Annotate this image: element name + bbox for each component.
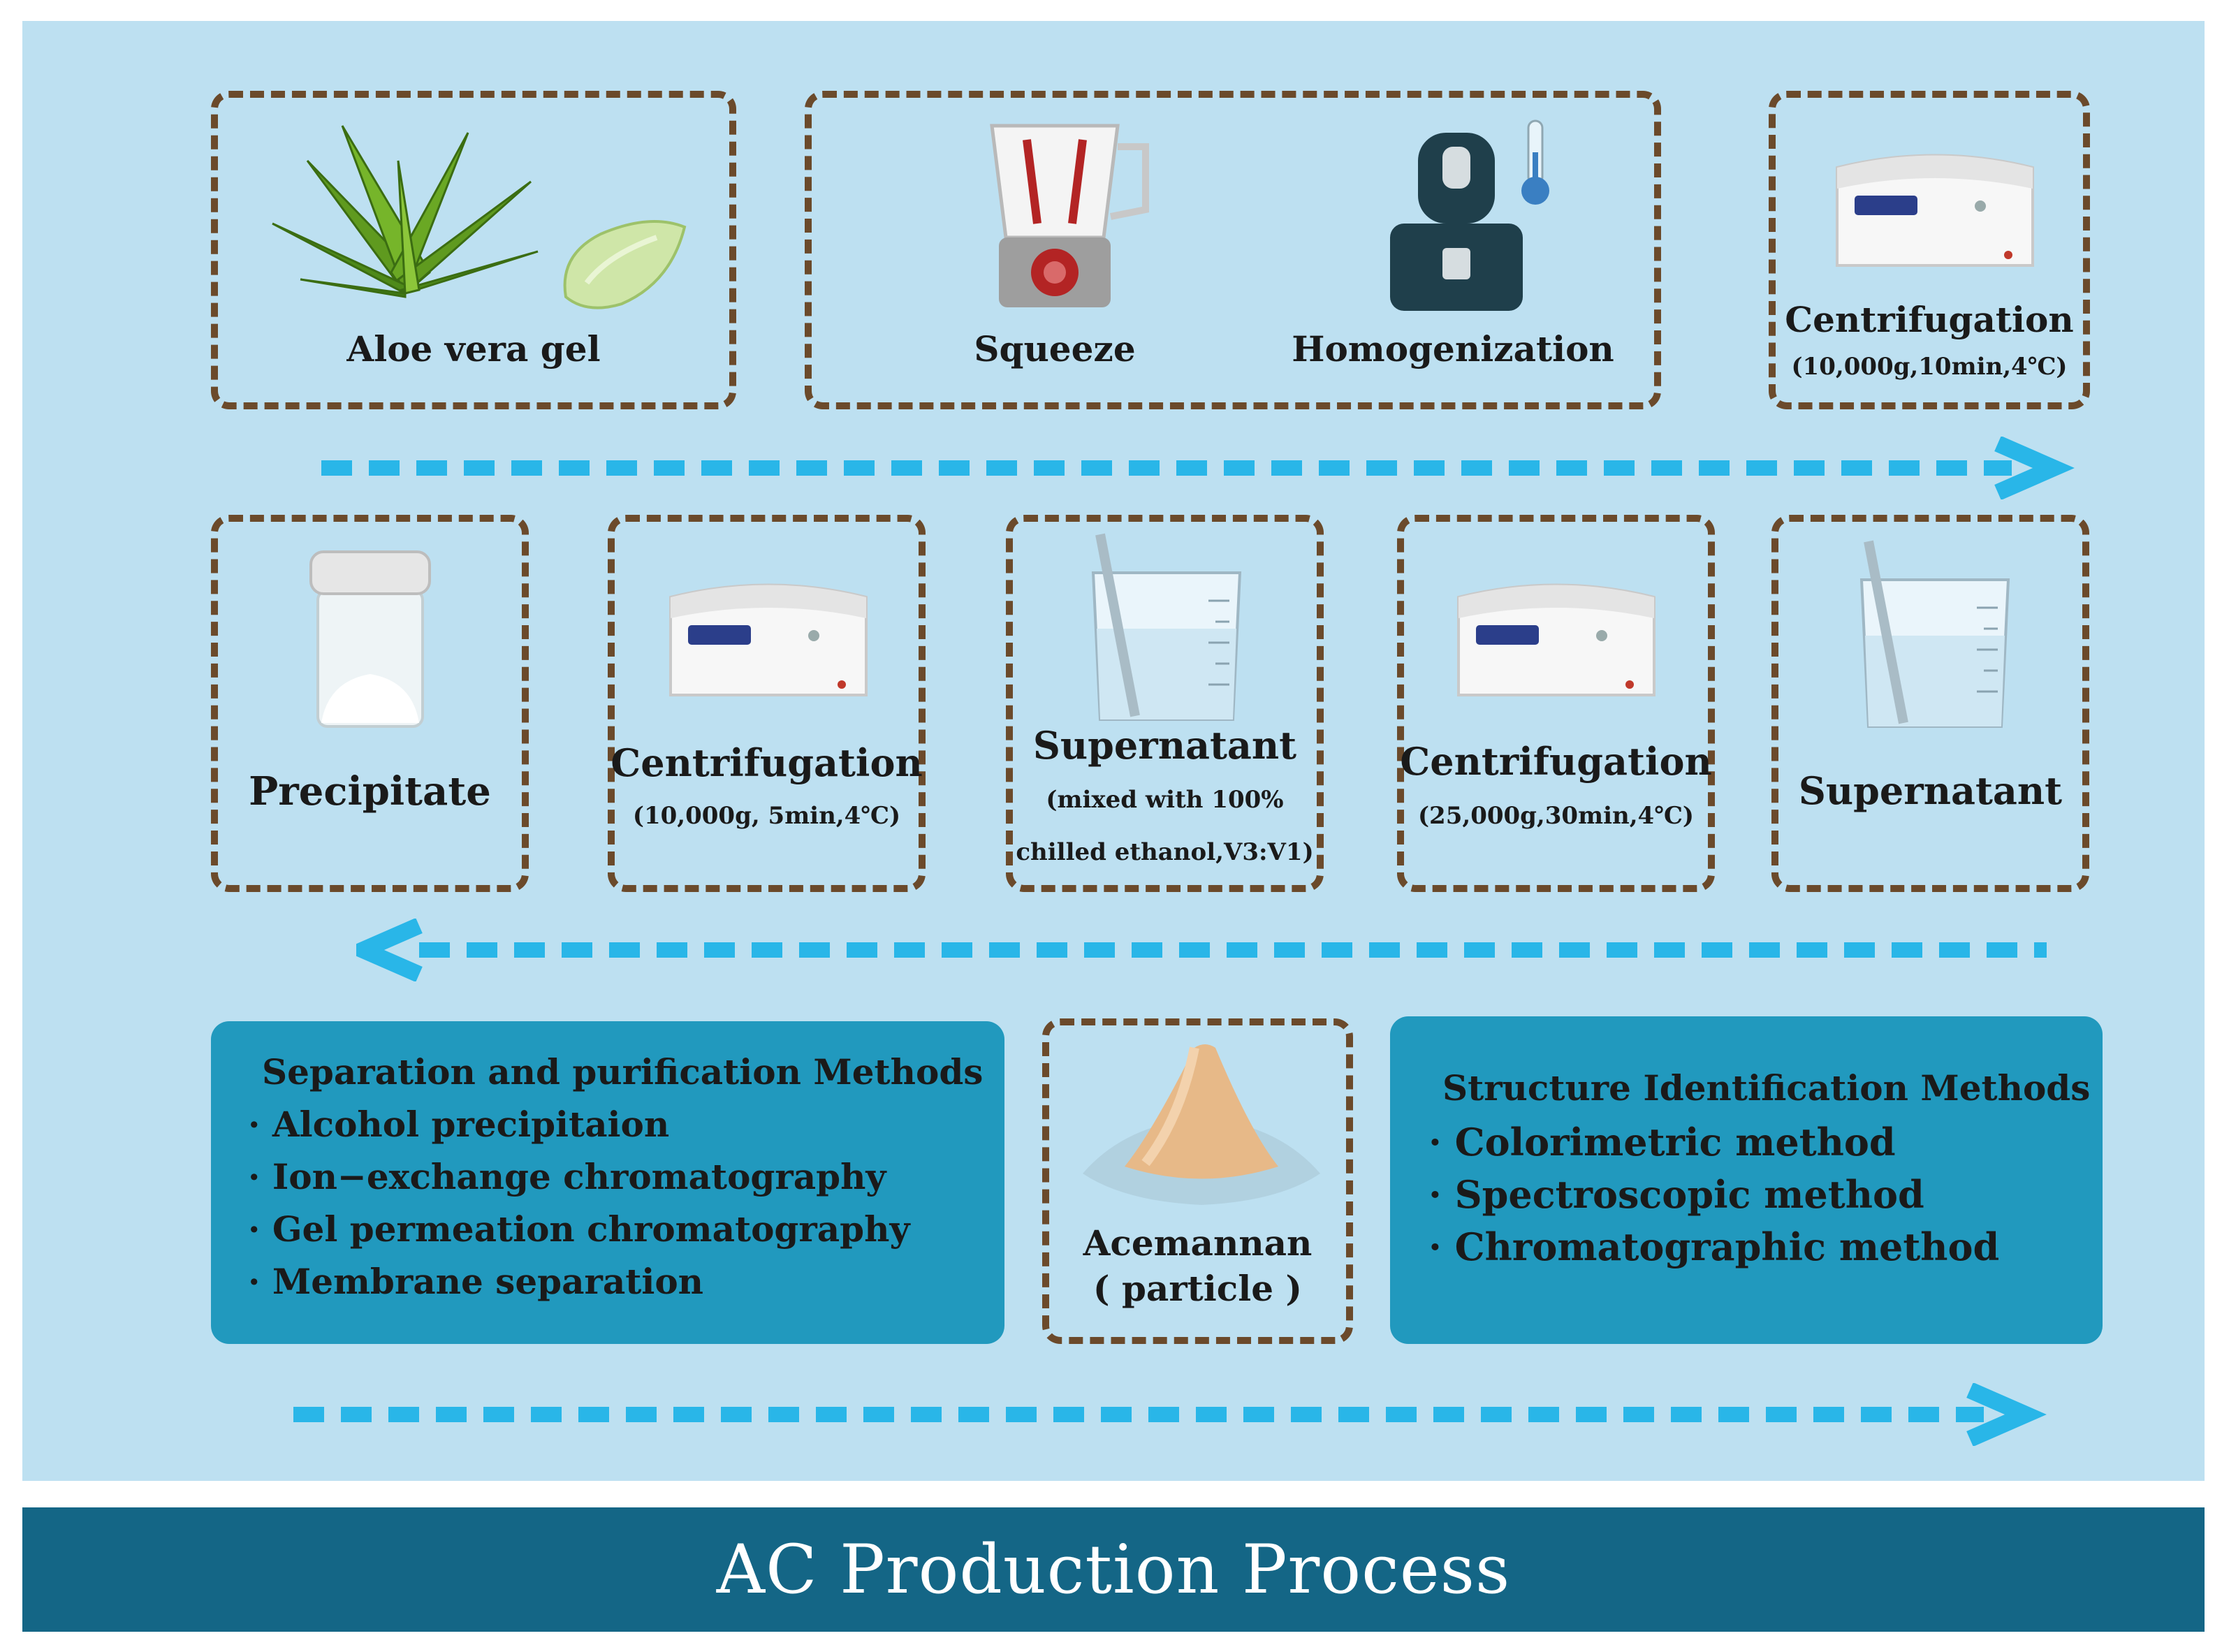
supernatant-label: Supernatant (1798, 768, 2063, 813)
precipitate-box (211, 515, 529, 892)
centrifugation-params-1: (10,000g,10min,4℃) (1791, 353, 2068, 381)
aloe-gel-icon (563, 220, 687, 309)
centrifugation-params-3: (25,000g,30min,4℃) (1417, 802, 1695, 830)
powder-jar-icon (309, 550, 431, 728)
centrifugation-box-2 (608, 515, 926, 892)
beaker-icon (1859, 540, 2010, 728)
blender-icon (990, 124, 1149, 307)
separation-method-item: · Ion−exchange chromatography (248, 1156, 886, 1197)
acemannan-sub-label: ( particle ) (1092, 1268, 1303, 1309)
centrifugation-box-1 (1769, 91, 2090, 409)
title-banner: AC Production Process (22, 1507, 2205, 1632)
banner-title: AC Production Process (716, 1530, 1511, 1609)
acemannan-box (1042, 1018, 1353, 1344)
supernatant-mixed-label: Supernatant (1032, 723, 1297, 768)
structure-method-item: · Chromatographic method (1428, 1225, 2000, 1269)
squeeze-homogenization-box (805, 91, 1661, 409)
supernatant-mixed-box (1006, 515, 1324, 892)
centrifugation-label-3: Centrifugation (1400, 739, 1712, 784)
centrifugation-params-2: (10,000g, 5min,4℃) (632, 802, 901, 830)
centrifuge-icon (669, 583, 868, 696)
homogenizer-icon (1390, 133, 1523, 311)
separation-method-item: · Gel permeation chromatography (248, 1208, 910, 1250)
separation-method-item: · Alcohol precipitaion (248, 1104, 670, 1145)
structure-method-item: · Colorimetric method (1428, 1120, 1896, 1164)
centrifugation-label-1: Centrifugation (1785, 299, 2074, 340)
powder-pile-icon (1083, 1044, 1320, 1205)
aloe-vera-label: Aloe vera gel (346, 328, 601, 370)
structure-method-item: · Spectroscopic method (1428, 1172, 1924, 1217)
structure-methods-title: Structure Identification Methods (1442, 1067, 2091, 1109)
flow-arrow-right-2 (293, 1383, 2047, 1446)
aloe-vera-box (211, 91, 736, 409)
centrifuge-icon (1457, 583, 1655, 696)
separation-methods-title: Separation and purification Methods (262, 1051, 984, 1092)
beaker-icon (1091, 533, 1242, 721)
squeeze-label: Squeeze (974, 328, 1136, 370)
flow-arrow-right-1 (321, 437, 2075, 499)
supernatant-mixed-line2: chilled ethanol,V3:V1) (1016, 838, 1314, 866)
structure-methods-box (1390, 1016, 2103, 1344)
centrifugation-label-2: Centrifugation (611, 740, 923, 785)
separation-method-item: · Membrane separation (248, 1261, 704, 1302)
acemannan-label: Acemannan (1083, 1222, 1313, 1264)
homogenization-label: Homogenization (1292, 328, 1614, 370)
supernatant-mixed-line1: (mixed with 100% (1046, 786, 1284, 814)
flow-arrow-left (356, 919, 2047, 981)
centrifuge-icon (1836, 154, 2034, 267)
centrifugation-box-3 (1397, 515, 1715, 892)
thermometer-icon (1521, 119, 1549, 205)
separation-methods-box (211, 1021, 1004, 1344)
precipitate-label: Precipitate (249, 768, 491, 814)
aloe-plant-icon (272, 125, 539, 298)
supernatant-box (1771, 515, 2089, 892)
